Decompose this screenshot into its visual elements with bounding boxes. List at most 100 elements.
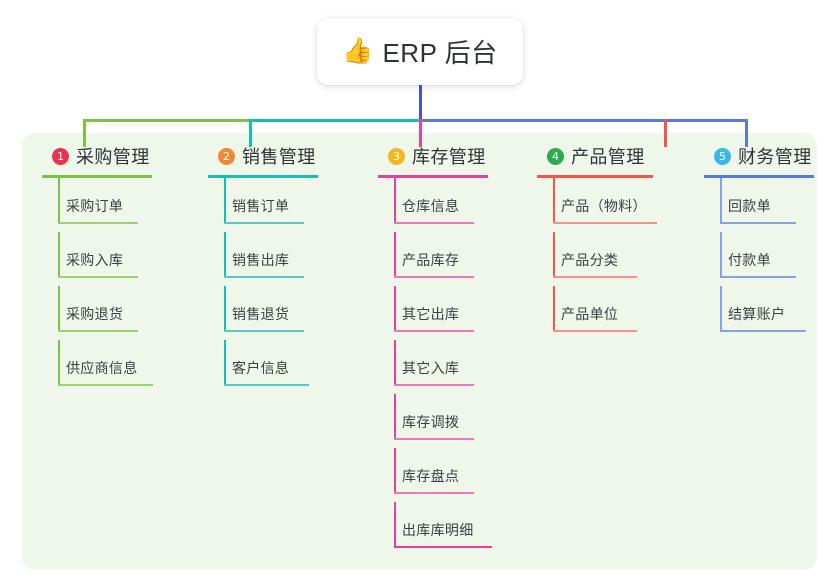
leaf-label: 产品单位 (561, 306, 619, 322)
branch-column-5: 5 财务管理 回款单 付款单 结算账户 (700, 143, 839, 340)
drop-line-branch-4 (664, 119, 667, 147)
branch-label-1: 采购管理 (76, 147, 150, 167)
list-item[interactable]: 结算账户 (700, 286, 839, 340)
list-item[interactable]: 销售出库 (204, 232, 354, 286)
branch-label-3: 库存管理 (412, 147, 486, 167)
leaf-label: 结算账户 (728, 306, 786, 322)
leaf-label: 库存调拨 (402, 414, 460, 430)
leaf-label: 出库库明细 (402, 522, 474, 538)
bus-segment-branch-3 (419, 119, 667, 122)
leaf-label: 采购订单 (66, 198, 124, 214)
list-item[interactable]: 采购订单 (38, 178, 188, 232)
list-item[interactable]: 回款单 (700, 178, 839, 232)
leaf-connector (58, 232, 60, 278)
list-item[interactable]: 产品（物料） (533, 178, 703, 232)
root-stem (419, 85, 422, 121)
branch-rule-4 (537, 175, 653, 178)
leaf-rule (58, 276, 138, 278)
leaf-connector (58, 286, 60, 332)
leaf-connector (394, 286, 396, 332)
list-item[interactable]: 客户信息 (204, 340, 354, 394)
leaf-rule (394, 330, 474, 332)
branch-badge-2: 2 (218, 147, 235, 165)
leaf-rule (553, 330, 637, 332)
leaf-connector (553, 232, 555, 278)
leaf-connector (553, 286, 555, 332)
leaf-rule (394, 276, 474, 278)
leaf-connector (58, 340, 60, 386)
leaf-label: 客户信息 (232, 360, 290, 376)
leaf-connector (394, 502, 396, 548)
leaf-connector (394, 178, 396, 224)
branch-header-3[interactable]: 3 库存管理 (374, 143, 534, 169)
list-item[interactable]: 其它入库 (374, 340, 534, 394)
branch-items-4: 产品（物料） 产品分类 产品单位 (533, 178, 703, 340)
leaf-connector (394, 448, 396, 494)
branch-badge-1: 1 (52, 147, 69, 165)
leaf-rule (553, 222, 657, 224)
leaf-connector (224, 232, 226, 278)
leaf-rule (58, 222, 138, 224)
leaf-connector (224, 286, 226, 332)
list-item[interactable]: 其它出库 (374, 286, 534, 340)
list-item[interactable]: 产品库存 (374, 232, 534, 286)
list-item[interactable]: 产品分类 (533, 232, 703, 286)
branch-column-3: 3 库存管理 仓库信息 产品库存 其它出库 其它入库 (374, 143, 534, 556)
branch-header-2[interactable]: 2 销售管理 (204, 143, 354, 169)
leaf-label: 产品库存 (402, 252, 460, 268)
list-item[interactable]: 销售退货 (204, 286, 354, 340)
leaf-connector (224, 178, 226, 224)
list-item[interactable]: 付款单 (700, 232, 839, 286)
branch-header-4[interactable]: 4 产品管理 (533, 143, 703, 169)
list-item[interactable]: 库存盘点 (374, 448, 534, 502)
leaf-connector (394, 394, 396, 440)
list-item[interactable]: 产品单位 (533, 286, 703, 340)
root-node[interactable]: 👍 ERP 后台 (317, 18, 523, 85)
root-title: ERP 后台 (382, 38, 498, 68)
branch-badge-3: 3 (388, 147, 405, 165)
leaf-connector (394, 232, 396, 278)
leaf-label: 销售退货 (232, 306, 290, 322)
leaf-rule (720, 330, 806, 332)
leaf-connector (394, 340, 396, 386)
bus-segment-branch-2 (249, 119, 421, 122)
branch-label-4: 产品管理 (571, 147, 645, 167)
list-item[interactable]: 出库库明细 (374, 502, 534, 556)
branch-badge-5: 5 (714, 147, 731, 165)
leaf-rule (553, 276, 637, 278)
leaf-label: 回款单 (728, 198, 771, 214)
list-item[interactable]: 库存调拨 (374, 394, 534, 448)
bus-segment-branch-1 (83, 119, 252, 122)
list-item[interactable]: 销售订单 (204, 178, 354, 232)
leaf-rule (224, 330, 304, 332)
leaf-label: 销售订单 (232, 198, 290, 214)
branches-panel (22, 133, 817, 570)
leaf-rule (720, 222, 796, 224)
drop-line-branch-2 (249, 119, 252, 147)
list-item[interactable]: 仓库信息 (374, 178, 534, 232)
leaf-rule (394, 438, 474, 440)
bus-segment-branch-5 (664, 119, 748, 122)
list-item[interactable]: 采购退货 (38, 286, 188, 340)
leaf-label: 销售出库 (232, 252, 290, 268)
leaf-connector (58, 178, 60, 224)
leaf-label: 采购退货 (66, 306, 124, 322)
branch-rule-2 (208, 175, 318, 178)
leaf-label: 产品（物料） (561, 198, 647, 214)
leaf-label: 库存盘点 (402, 468, 460, 484)
branch-column-2: 2 销售管理 销售订单 销售出库 销售退货 客户信息 (204, 143, 354, 394)
list-item[interactable]: 供应商信息 (38, 340, 188, 394)
branch-rule-3 (378, 175, 488, 178)
leaf-label: 仓库信息 (402, 198, 460, 214)
list-item[interactable]: 采购入库 (38, 232, 188, 286)
leaf-rule (720, 276, 796, 278)
leaf-connector (720, 232, 722, 278)
leaf-rule (394, 222, 474, 224)
leaf-rule (224, 384, 309, 386)
branch-label-5: 财务管理 (738, 147, 812, 167)
drop-line-branch-5 (745, 119, 748, 147)
branch-header-1[interactable]: 1 采购管理 (38, 143, 188, 169)
leaf-rule (58, 330, 138, 332)
branch-column-1: 1 采购管理 采购订单 采购入库 采购退货 供应商信息 (38, 143, 188, 394)
branch-header-5[interactable]: 5 财务管理 (700, 143, 839, 169)
